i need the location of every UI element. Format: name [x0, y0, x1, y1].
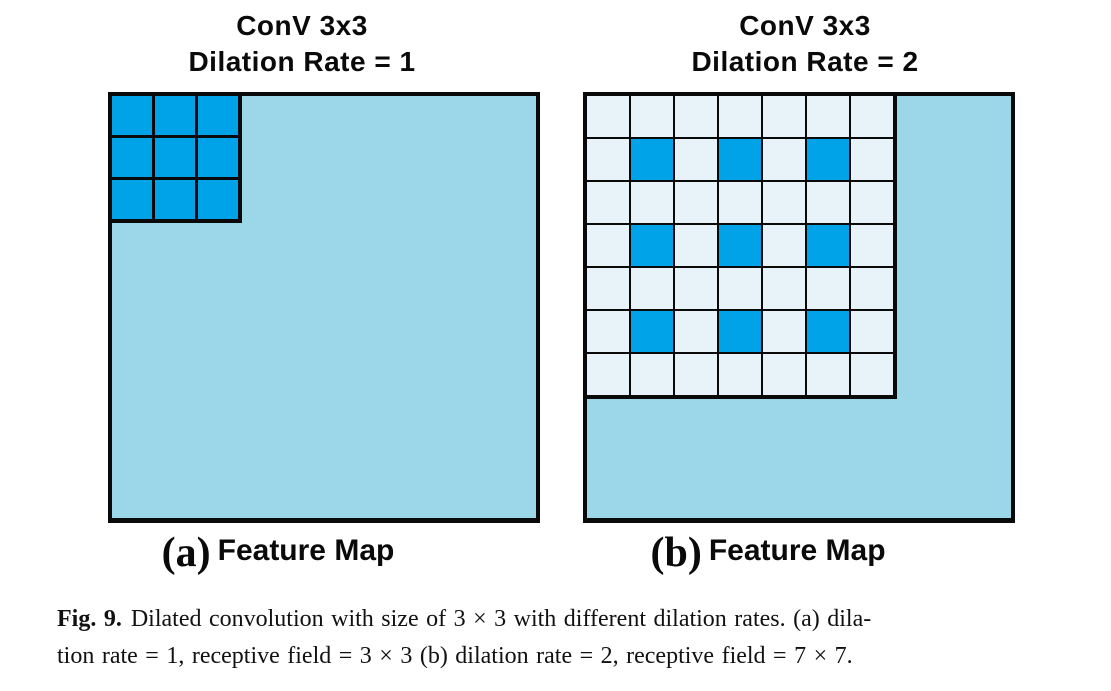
panel-a-label: (a)Feature Map [88, 529, 468, 577]
grid-cell-b-r4c0 [587, 268, 629, 309]
grid-cell-b-r0c1 [631, 96, 673, 137]
grid-cell-b-r3c3 [719, 225, 761, 266]
grid-cell-b-r6c6 [851, 354, 893, 395]
grid-cell-b-r0c6 [851, 96, 893, 137]
caption-line-1-text: Dilated convolution with size of 3 × 3 w… [130, 606, 872, 632]
grid-cell-b-r1c1 [631, 139, 673, 180]
grid-cell-b-r4c3 [719, 268, 761, 309]
grid-cell-b-r2c0 [587, 182, 629, 223]
grid-cell-b-r4c5 [807, 268, 849, 309]
panel-b-label-text: Feature Map [708, 534, 886, 567]
figure-caption: Fig. 9. Dilated convolution with size of … [57, 601, 1067, 675]
grid-cell-b-r5c0 [587, 311, 629, 352]
grid-cell-b-r5c1 [631, 311, 673, 352]
grid-cell-b-r2c2 [675, 182, 717, 223]
grid-cell-b-r1c5 [807, 139, 849, 180]
grid-cell-b-r4c6 [851, 268, 893, 309]
grid-cell-b-r1c4 [763, 139, 805, 180]
grid-cell-b-r1c0 [587, 139, 629, 180]
panel-a-label-prefix: (a) [161, 530, 211, 576]
panel-a-label-text: Feature Map [217, 534, 395, 567]
grid-cell-b-r5c5 [807, 311, 849, 352]
grid-cell-a-r2c0 [112, 180, 152, 219]
grid-cell-b-r5c4 [763, 311, 805, 352]
panel-b-label: (b)Feature Map [578, 529, 958, 577]
panel-a-title: ConV 3x3 Dilation Rate = 1 [86, 8, 518, 80]
grid-cell-b-r4c2 [675, 268, 717, 309]
grid-cell-a-r2c2 [198, 180, 238, 219]
grid-cell-b-r6c4 [763, 354, 805, 395]
grid-cell-b-r5c6 [851, 311, 893, 352]
grid-cell-b-r3c2 [675, 225, 717, 266]
panel-b-label-prefix: (b) [650, 530, 702, 576]
grid-cell-b-r3c4 [763, 225, 805, 266]
caption-line-2: tion rate = 1, receptive field = 3 × 3 (… [57, 643, 853, 669]
feature-map-b [583, 92, 1015, 523]
grid-cell-b-r4c4 [763, 268, 805, 309]
grid-cell-b-r0c0 [587, 96, 629, 137]
grid-cell-a-r0c1 [155, 96, 195, 135]
grid-cell-b-r3c0 [587, 225, 629, 266]
caption-fig-label: Fig. 9. [57, 606, 122, 632]
grid-cell-a-r1c0 [112, 138, 152, 177]
grid-cell-b-r1c6 [851, 139, 893, 180]
grid-cell-b-r1c3 [719, 139, 761, 180]
grid-cell-b-r0c2 [675, 96, 717, 137]
grid-cell-b-r6c0 [587, 354, 629, 395]
panel-a-title-line2: Dilation Rate = 1 [188, 46, 416, 77]
grid-cell-b-r3c1 [631, 225, 673, 266]
grid-cell-b-r6c3 [719, 354, 761, 395]
grid-cell-b-r5c2 [675, 311, 717, 352]
caption-line-1: Fig. 9. Dilated convolution with size of … [57, 601, 1067, 638]
grid-cell-b-r2c6 [851, 182, 893, 223]
grid-cell-b-r6c1 [631, 354, 673, 395]
grid-cell-b-r3c6 [851, 225, 893, 266]
grid-cell-b-r2c1 [631, 182, 673, 223]
grid-cell-b-r2c3 [719, 182, 761, 223]
grid-cell-a-r1c2 [198, 138, 238, 177]
grid-cell-b-r4c1 [631, 268, 673, 309]
grid-cell-b-r6c5 [807, 354, 849, 395]
grid-cell-b-r0c3 [719, 96, 761, 137]
grid-cell-b-r0c4 [763, 96, 805, 137]
feature-map-a [108, 92, 540, 523]
grid-cell-b-r2c4 [763, 182, 805, 223]
grid-cell-b-r2c5 [807, 182, 849, 223]
grid-cell-a-r2c1 [155, 180, 195, 219]
kernel-grid-a [108, 92, 242, 223]
grid-cell-a-r1c1 [155, 138, 195, 177]
grid-cell-a-r0c0 [112, 96, 152, 135]
panel-b-title: ConV 3x3 Dilation Rate = 2 [589, 8, 1021, 80]
panel-b-title-line1: ConV 3x3 [739, 10, 871, 41]
grid-cell-b-r0c5 [807, 96, 849, 137]
grid-cell-b-r6c2 [675, 354, 717, 395]
panel-b-title-line2: Dilation Rate = 2 [691, 46, 919, 77]
grid-cell-b-r1c2 [675, 139, 717, 180]
kernel-grid-b [583, 92, 897, 399]
grid-cell-b-r5c3 [719, 311, 761, 352]
grid-cell-b-r3c5 [807, 225, 849, 266]
panel-a-title-line1: ConV 3x3 [236, 10, 368, 41]
grid-cell-a-r0c2 [198, 96, 238, 135]
